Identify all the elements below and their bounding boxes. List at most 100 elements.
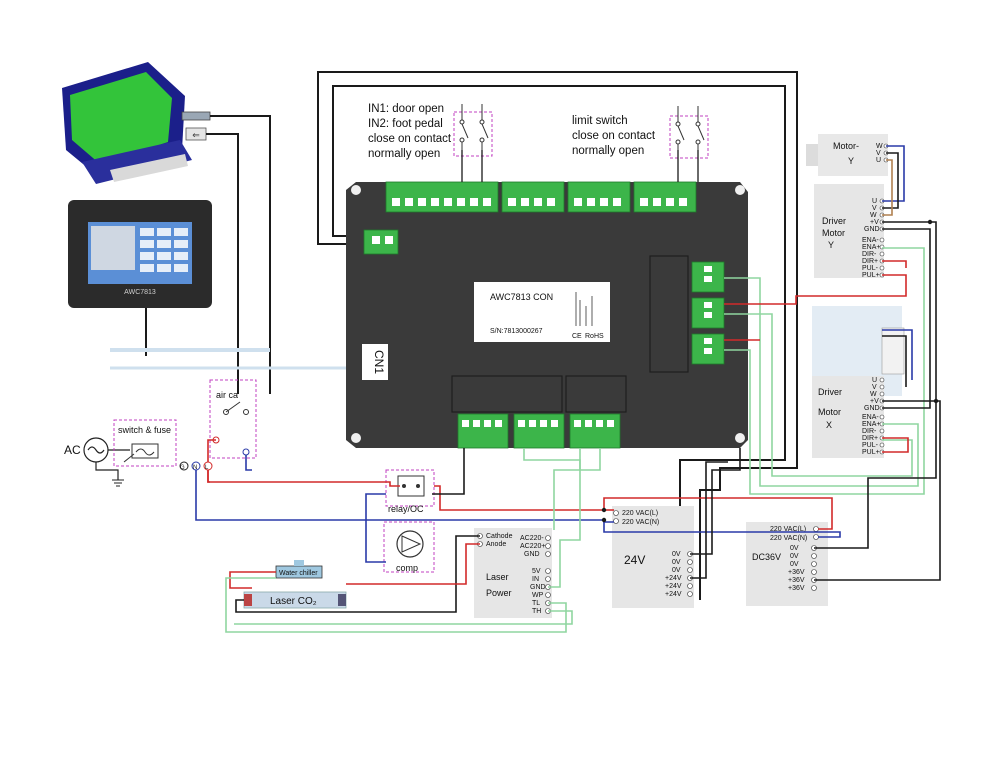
psu36-out-2: 0V: [790, 553, 799, 560]
note-line-3: close on contact: [368, 133, 452, 145]
lp-th: TH: [532, 608, 541, 615]
motor-y-label-1: Motor-: [833, 141, 859, 151]
dx-pul-plus: PUL+: [862, 449, 880, 456]
lp-cathode: Cathode: [486, 533, 513, 540]
lp-title-2: Power: [486, 588, 512, 598]
driver-x-label-2: Motor: [818, 407, 841, 417]
ac-terminals: G N L: [179, 461, 213, 471]
dx-v: V: [872, 384, 877, 391]
switch-fuse-box: switch & fuse: [113, 419, 177, 467]
water-label: Water chiller: [279, 570, 318, 577]
ce-mark: CE: [572, 333, 582, 340]
dy-w: W: [870, 212, 877, 219]
panel-brand: AWC7813: [124, 289, 156, 296]
relay-label: relay/OC: [388, 504, 424, 514]
cn1-label: CN1: [372, 350, 386, 374]
psu-36v: 220 VAC(L) 220 VAC(N) DC36V 0V 0V 0V +36…: [746, 522, 828, 606]
dx-ena-plus: ENA+: [862, 421, 880, 428]
dx-dir-minus: DIR-: [862, 428, 877, 435]
laser-tube-label: Laser CO₂: [270, 596, 317, 607]
driver-y: Driver Motor Y U V W +V GND ENA- ENA+ DI…: [814, 184, 885, 279]
dy-dir-plus: DIR+: [862, 258, 878, 265]
controller-board: AWC7813 CON S/N:7813000267 CE RoHS CN1: [346, 181, 748, 449]
dy-v: V: [872, 205, 877, 212]
dx-pul-minus: PUL-: [862, 442, 879, 449]
lp-ac220-plus: AC220+: [520, 543, 546, 550]
psu24-out-2: 0V: [672, 559, 681, 566]
note-line-4: normally open: [368, 148, 440, 160]
air-valve: air ca: [209, 379, 257, 459]
dx-gnd: GND: [864, 405, 880, 412]
motor-y-v: V: [876, 150, 881, 157]
controller-serial: S/N:7813000267: [490, 328, 543, 335]
psu24-ac-l: 220 VAC(L): [622, 510, 658, 517]
limit-line-3: normally open: [572, 145, 644, 157]
relay: relay/OC: [385, 469, 435, 514]
driver-x-label-3: X: [826, 420, 832, 430]
input-switch-icon: [453, 104, 493, 182]
lp-gnd-top: GND: [524, 551, 540, 558]
psu36-out-3: 0V: [790, 561, 799, 568]
laser-tube: Laser CO₂: [243, 591, 347, 609]
svg-text:⇐: ⇐: [192, 130, 200, 140]
lp-in: IN: [532, 576, 539, 583]
dy-ena-minus: ENA-: [862, 237, 879, 244]
limit-switch-icon: [669, 106, 709, 182]
svg-text:N: N: [193, 465, 197, 471]
lp-anode: Anode: [486, 541, 506, 548]
dx-dir-plus: DIR+: [862, 435, 878, 442]
driver-y-label-2: Motor: [822, 228, 845, 238]
driver-y-label-3: Y: [828, 240, 834, 250]
psu24-title: 24V: [624, 553, 645, 567]
dy-pul-minus: PUL-: [862, 265, 879, 272]
limit-line-2: close on contact: [572, 130, 656, 142]
dy-gnd: GND: [864, 226, 880, 233]
computer-icon: ⇐: [62, 62, 211, 184]
svg-text:G: G: [180, 465, 185, 471]
dy-dir-minus: DIR-: [862, 251, 877, 258]
limit-notes: limit switch close on contact normally o…: [572, 115, 656, 157]
psu36-out-5: +36V: [788, 577, 805, 584]
compressor: comp: [383, 521, 435, 573]
dx-w: W: [870, 391, 877, 398]
psu24-out-6: +24V: [665, 591, 682, 598]
switch-fuse-label: switch & fuse: [118, 425, 171, 435]
dx-ena-minus: ENA-: [862, 414, 879, 421]
psu24-out-3: 0V: [672, 567, 681, 574]
input-notes: IN1: door open IN2: foot pedal close on …: [368, 103, 452, 160]
operator-panel: AWC7813: [68, 200, 212, 308]
lp-title-1: Laser: [486, 572, 509, 582]
driver-x-label-1: Driver: [818, 387, 842, 397]
controller-model: AWC7813 CON: [490, 292, 553, 302]
motor-y-label-2: Y: [848, 156, 854, 166]
psu-24v: 220 VAC(L) 220 VAC(N) 24V 0V 0V 0V +24V …: [612, 506, 694, 608]
lp-tl: TL: [532, 600, 540, 607]
psu36-out-4: +36V: [788, 569, 805, 576]
water-chiller: Water chiller: [275, 560, 323, 579]
psu36-title: DC36V: [752, 552, 781, 562]
dy-ena-plus: ENA+: [862, 244, 880, 251]
psu24-out-4: +24V: [665, 575, 682, 582]
rohs-mark: RoHS: [585, 333, 604, 340]
motor-y: Motor- Y W V U: [806, 134, 889, 176]
ac-label: AC: [64, 443, 81, 457]
lp-5v: 5V: [532, 568, 541, 575]
lp-ac220-minus: AC220-: [520, 535, 544, 542]
psu36-ac-n: 220 VAC(N): [770, 535, 807, 542]
dy-plusv: +V: [870, 219, 879, 226]
ac-source: AC: [64, 437, 130, 487]
driver-y-label-1: Driver: [822, 216, 846, 226]
motor-y-u: U: [876, 157, 881, 164]
dx-plusv: +V: [870, 398, 879, 405]
motor-y-w: W: [876, 143, 883, 150]
svg-text:L: L: [205, 465, 209, 471]
laser-power-supply: Cathode Anode AC220- AC220+ GND Laser Po…: [474, 528, 552, 618]
note-line-1: IN1: door open: [368, 103, 444, 115]
psu36-ac-l: 220 VAC(L): [770, 526, 806, 533]
comp-label: comp: [396, 563, 418, 573]
limit-line-1: limit switch: [572, 115, 628, 127]
dy-pul-plus: PUL+: [862, 272, 880, 279]
psu36-out-1: 0V: [790, 545, 799, 552]
psu24-out-1: 0V: [672, 551, 681, 558]
